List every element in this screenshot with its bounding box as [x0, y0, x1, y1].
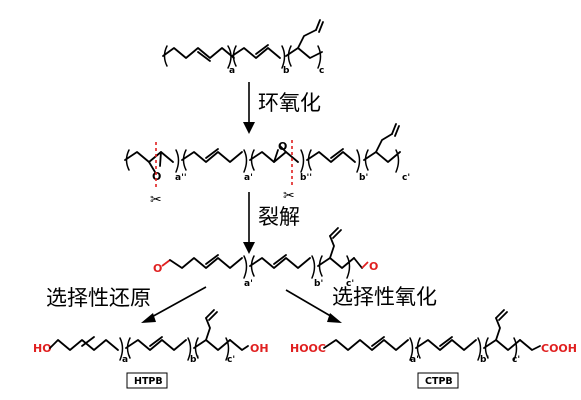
subscript-b-prime-ald: b'	[314, 279, 323, 289]
subscript-b-double-prime: b''	[300, 173, 312, 183]
carboxyl-left: HOOC	[290, 342, 326, 355]
epoxidized-structure: O ✂ a'' a' O ✂ b'' b' c'	[124, 123, 410, 208]
hydroxyl-left: HO	[33, 342, 52, 355]
ctpb-label: CTPB	[425, 376, 453, 387]
subscript-c-prime-ald: c'	[346, 279, 354, 289]
subscript-b: b	[283, 66, 290, 76]
cleavage-label: 裂解	[258, 205, 300, 229]
dialdehyde-structure: O a' b' c' O	[153, 227, 378, 289]
hydroxyl-right: OH	[250, 342, 269, 355]
subscript-a-prime-ald: a'	[244, 279, 253, 289]
subscript-b-prime-ctpb: b'	[480, 355, 489, 365]
ctpb-structure: HOOC a' b' c' COOH	[290, 309, 577, 365]
polybutadiene-structure: a b c	[162, 19, 324, 76]
reduction-arrow	[147, 286, 207, 320]
subscript-c-prime-htpb: c'	[227, 355, 235, 365]
htpb-structure: HO a' b' c' OH	[33, 309, 269, 365]
htpb-label: HTPB	[134, 376, 163, 387]
oxidation-arrow	[285, 289, 335, 319]
epoxide-oxygen: O	[152, 170, 161, 183]
epoxide-oxygen-2: O	[278, 140, 287, 153]
selective-oxidation-label: 选择性氧化	[332, 285, 437, 309]
subscript-b-prime-htpb: b'	[190, 355, 199, 365]
subscript-c-prime-ctpb: c'	[512, 355, 520, 365]
scissors-icon: ✂	[283, 188, 295, 204]
aldehyde-oxygen-left: O	[153, 262, 162, 275]
subscript-a-prime: a'	[244, 173, 253, 183]
subscript-a-prime-htpb: a'	[122, 355, 131, 365]
subscript-c: c	[319, 66, 324, 76]
htpb-label-box	[126, 372, 168, 389]
subscript-c-prime: c'	[402, 173, 410, 183]
epoxidation-label: 环氧化	[258, 91, 321, 115]
aldehyde-oxygen-right: O	[369, 260, 378, 273]
scissors-icon: ✂	[150, 192, 162, 208]
carboxyl-right: COOH	[541, 342, 577, 355]
subscript-a: a	[229, 66, 235, 76]
subscript-a-prime-ctpb: a'	[410, 355, 419, 365]
selective-reduction-label: 选择性还原	[46, 286, 151, 310]
subscript-b-prime: b'	[359, 173, 368, 183]
subscript-a-double-prime: a''	[175, 173, 187, 183]
ctpb-label-box	[417, 372, 459, 389]
